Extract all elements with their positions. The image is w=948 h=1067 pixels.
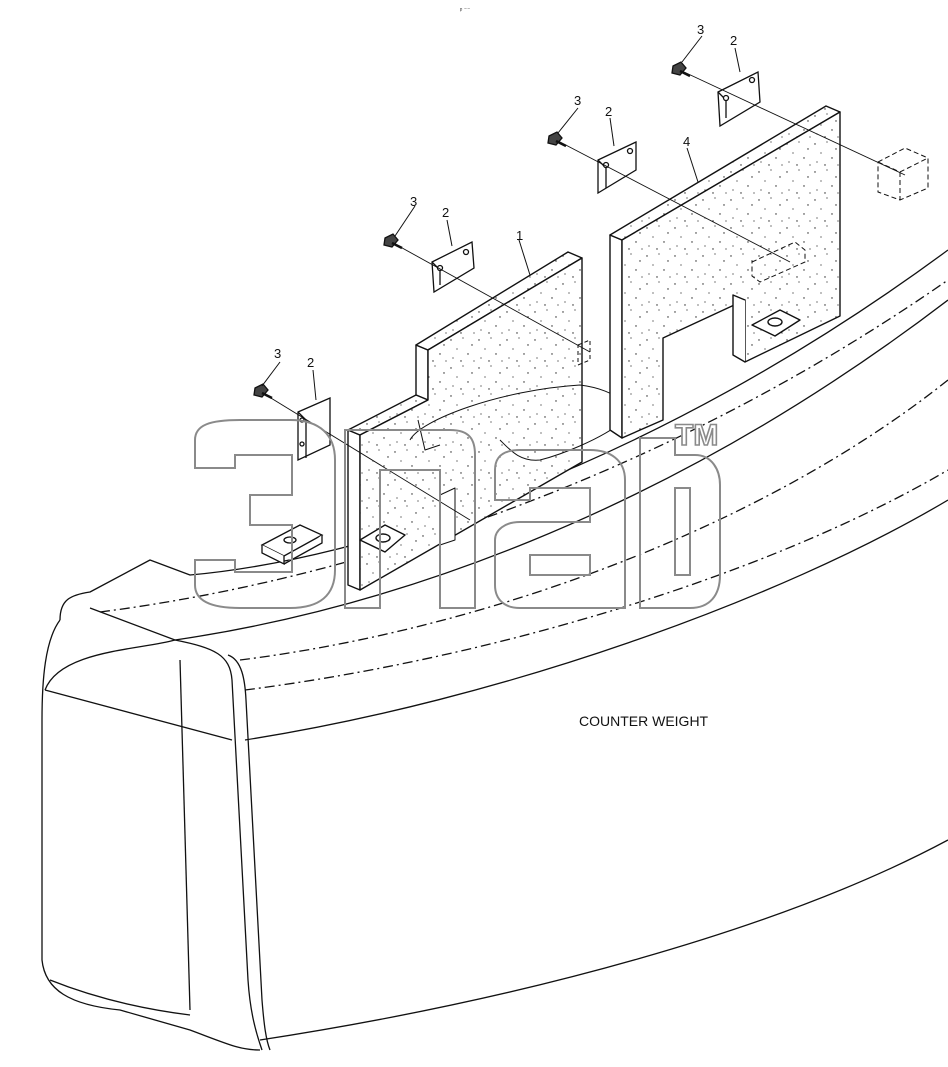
bolt-icon — [671, 61, 691, 78]
callout-2: 2 — [307, 355, 314, 370]
bracket-set-c — [547, 131, 791, 263]
bolt-icon — [547, 131, 567, 148]
counterweight-body — [41, 249, 948, 1051]
callout-3: 3 — [410, 194, 417, 209]
top-mark: ᵖ ⁻⁻ — [460, 8, 470, 14]
callout-3: 3 — [697, 22, 704, 37]
weight-plate-1 — [347, 251, 629, 591]
callout-2: 2 — [730, 33, 737, 48]
callout-2: 2 — [605, 104, 612, 119]
bracket-set-b — [383, 233, 591, 353]
bolt-icon — [253, 383, 273, 400]
trademark-mark: TM — [675, 419, 718, 452]
callout-3: 3 — [574, 93, 581, 108]
callout-1: 1 — [516, 228, 523, 243]
watermark-logo — [194, 419, 721, 609]
callout-labels: 1 4 3 2 3 2 3 2 3 2 — [274, 22, 737, 370]
weight-plate-4 — [577, 105, 841, 439]
callout-2: 2 — [442, 205, 449, 220]
callout-4: 4 — [683, 134, 690, 149]
leader-lines — [261, 35, 741, 401]
bracket-set-a — [253, 383, 471, 521]
bolt-icon — [383, 233, 403, 250]
hidden-block — [877, 147, 929, 201]
callout-3: 3 — [274, 346, 281, 361]
bracket-set-d — [671, 61, 906, 176]
diagram-caption: COUNTER WEIGHT — [579, 713, 709, 729]
